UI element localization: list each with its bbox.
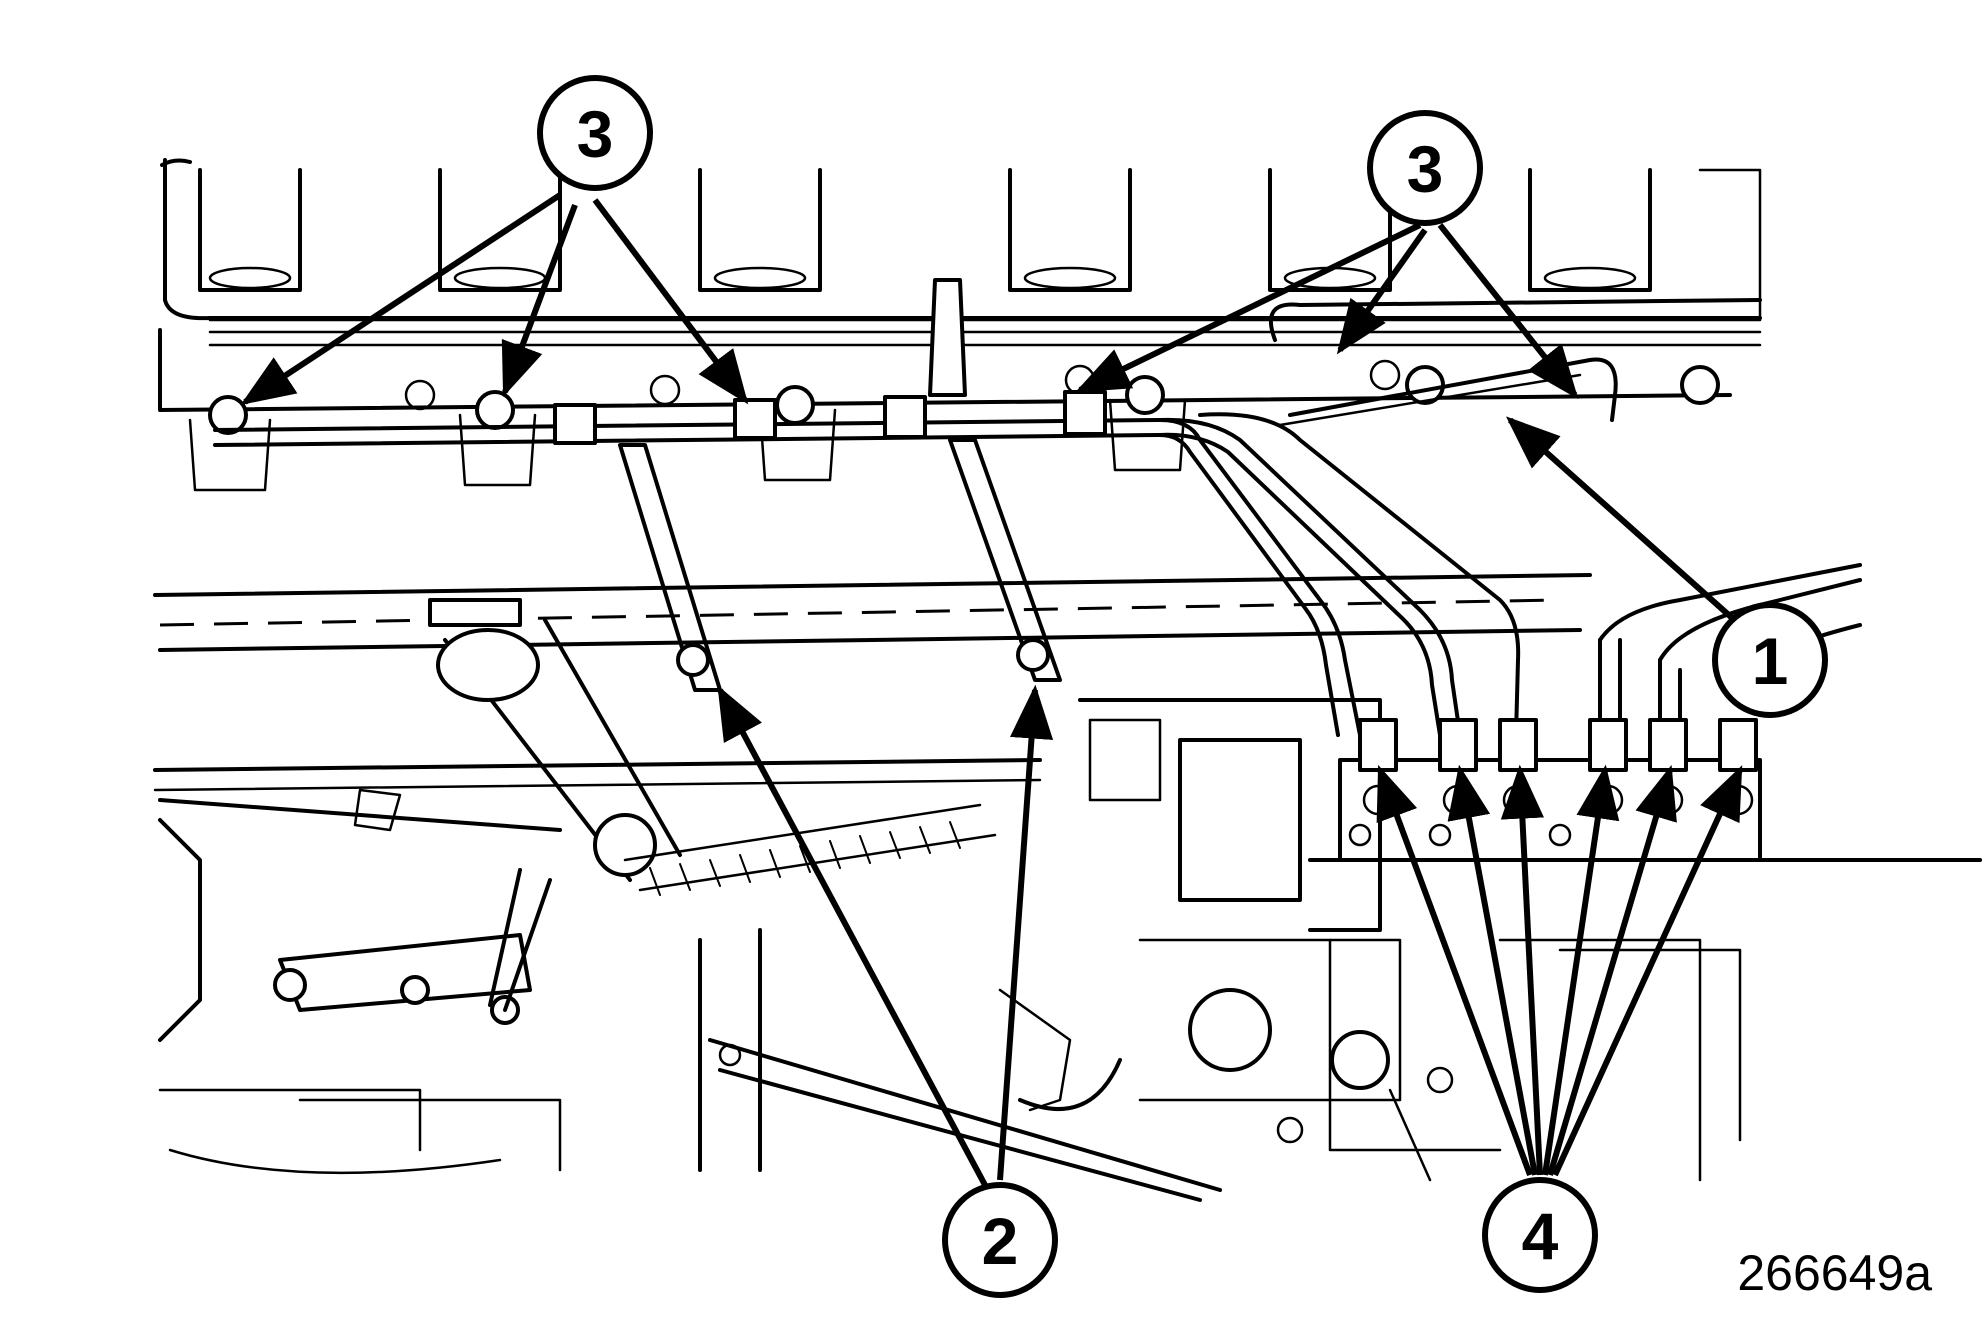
callout-3-left: 3 [240,75,749,405]
fuel-lines [213,298,1862,737]
callout-4-label: 4 [1522,1199,1559,1273]
callout-2-label: 2 [982,1204,1019,1278]
figure-reference-number: 266649a [1737,1245,1932,1301]
callout-4: 4 [1376,764,1743,1293]
callout-3-right-label: 3 [1407,132,1444,206]
callout-1-label: 1 [1752,624,1789,698]
callout-3-right: 3 [1075,110,1579,400]
linkage-assembly [158,598,997,1025]
callout-2: 2 [717,684,1058,1298]
engine-block-drawing [153,158,1982,1202]
valve-cover-bosses [198,168,1762,320]
callout-1: 1 [1505,416,1828,718]
head-bolts [188,359,1720,492]
delivery-valve-fittings [1348,718,1758,847]
fuel-line-clamps [553,278,1107,445]
callout-3-left-label: 3 [577,97,614,171]
support-brackets [618,438,1062,692]
